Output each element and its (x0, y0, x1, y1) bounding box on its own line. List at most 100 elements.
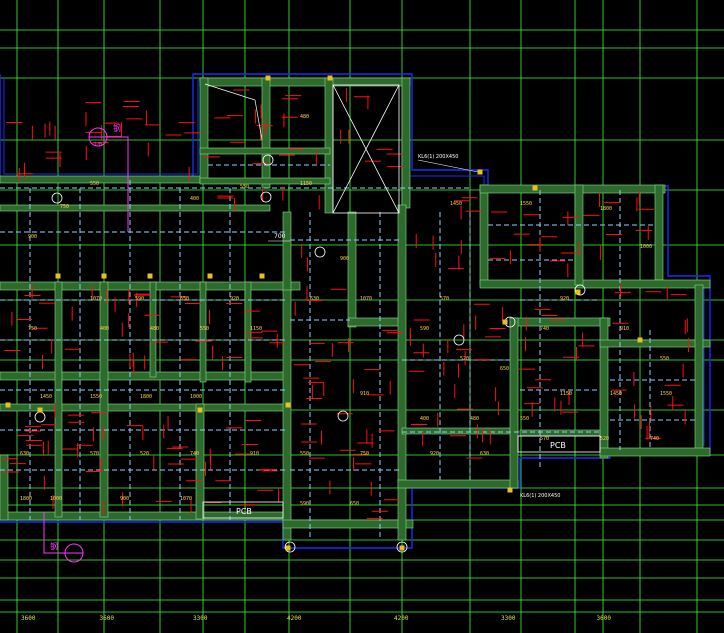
beam-note-bottom: KL6(1) 200X450 (520, 493, 560, 499)
slab-value-label: 1000 (50, 496, 62, 502)
slab-value-label: 920 (230, 296, 239, 302)
slab-value-label: 1150 (560, 391, 572, 397)
slab-value-label: 920 (560, 296, 569, 302)
slab-value-label: 630 (310, 296, 319, 302)
slab-value-label: 550 (90, 181, 99, 187)
slab-value-label: 1550 (90, 394, 102, 400)
section-mark-text-top: 钢 (113, 123, 121, 133)
wall-segment (397, 204, 407, 541)
bottom-dimension-label: 3300 (501, 615, 516, 622)
slab-value-label: 1550 (520, 201, 532, 207)
room-marker-circle (284, 541, 296, 553)
room-marker-circle (51, 192, 63, 204)
column-marker (55, 273, 61, 279)
slab-value-label: 630 (20, 451, 29, 457)
slab-value-label: 630 (480, 451, 489, 457)
section-marker-leader (107, 136, 129, 232)
bottom-dimension-label: 4200 (394, 615, 409, 622)
shaft-cross-line (332, 84, 400, 214)
leader-line (204, 83, 263, 141)
slab-value-label: 480 (300, 114, 309, 120)
room-marker-circle (574, 284, 586, 296)
wall-segment (0, 175, 206, 184)
wall-segment (509, 317, 519, 489)
slab-value-label: 900 (120, 496, 129, 502)
slab-value-label: 570 (540, 436, 549, 442)
bottom-dimension-label: 3600 (21, 615, 36, 622)
wall-segment (654, 184, 664, 281)
slab-value-label: 550 (520, 416, 529, 422)
section-mark-text-bottom: 钢 (50, 541, 58, 551)
slab-value-label: 1070 (360, 296, 372, 302)
wall-segment (282, 519, 414, 529)
slab-value-label: 650 (350, 501, 359, 507)
slab-value-label: 400 (420, 416, 429, 422)
column-marker (285, 402, 291, 408)
wall-segment (479, 279, 711, 289)
bottom-dimension-label: 3300 (193, 615, 208, 622)
beams-group (0, 164, 695, 540)
slab-value-label: 1450 (610, 391, 622, 397)
slab-value-label: 520 (460, 356, 469, 362)
slab-value-label: 520 (140, 451, 149, 457)
column-marker (285, 545, 291, 551)
wall-segment (195, 403, 205, 520)
wall-segment (324, 77, 334, 214)
slab-value-label: 1070 (90, 296, 102, 302)
slab-value-label: 550 (660, 356, 669, 362)
slab-value-label: 480 (150, 326, 159, 332)
slab-value-label: 570 (90, 451, 99, 457)
wall-segment (599, 339, 711, 348)
wall-segment (199, 177, 331, 185)
wall-segment (574, 184, 584, 286)
wall-segment (261, 77, 271, 189)
axis-note-top: 1/B (94, 142, 103, 148)
walls-group (0, 77, 711, 541)
wall-segment (54, 281, 63, 518)
column-marker (502, 319, 508, 325)
column-marker (575, 289, 581, 295)
slab-value-label: 750 (60, 204, 69, 210)
shaft-outline (332, 84, 400, 214)
slab-value-label: 650 (500, 366, 509, 372)
slab-value-label: 900 (340, 256, 349, 262)
wall-segment (397, 479, 519, 489)
column-marker (259, 273, 265, 279)
column-marker (637, 337, 643, 343)
slab-value-label: 740 (650, 436, 659, 442)
note-leader (417, 159, 479, 173)
slab-value-label: 910 (360, 391, 369, 397)
slab-value-label: 1450 (450, 201, 462, 207)
slab-value-label: 1550 (660, 391, 672, 397)
column-marker (507, 487, 513, 493)
slab-value-label: 550 (200, 326, 209, 332)
column-marker (101, 273, 107, 279)
slab-value-label: 750 (28, 326, 37, 332)
slab-value-label: 1800 (140, 394, 152, 400)
column-marker (532, 185, 538, 191)
section-marker-leader (43, 512, 65, 554)
slab-value-label: 550 (300, 451, 309, 457)
wall-segment (282, 211, 292, 293)
slab-value-label: 570 (440, 296, 449, 302)
wall-segment (282, 289, 292, 541)
room-marker-circle (260, 191, 272, 203)
slab-value-label: 400 (100, 326, 109, 332)
wall-segment (0, 371, 286, 381)
slab-value-label: 650 (180, 296, 189, 302)
column-marker (399, 545, 405, 551)
beam-note-top: KL6(1) 200X450 (418, 154, 458, 160)
slab-value-label: 920 (430, 451, 439, 457)
slab-value-label: 750 (360, 451, 369, 457)
pcb-label-left: PCB (236, 507, 252, 516)
column-marker (265, 75, 271, 81)
slab-value-label: 1800 (600, 206, 612, 212)
slab-value-label: 1000 (640, 244, 652, 250)
slab-value-label: 590 (420, 326, 429, 332)
wall-segment (599, 447, 711, 457)
rebar-group (2, 88, 689, 519)
slab-value-label: 1800 (20, 496, 32, 502)
slab-value-label: 1150 (250, 326, 262, 332)
